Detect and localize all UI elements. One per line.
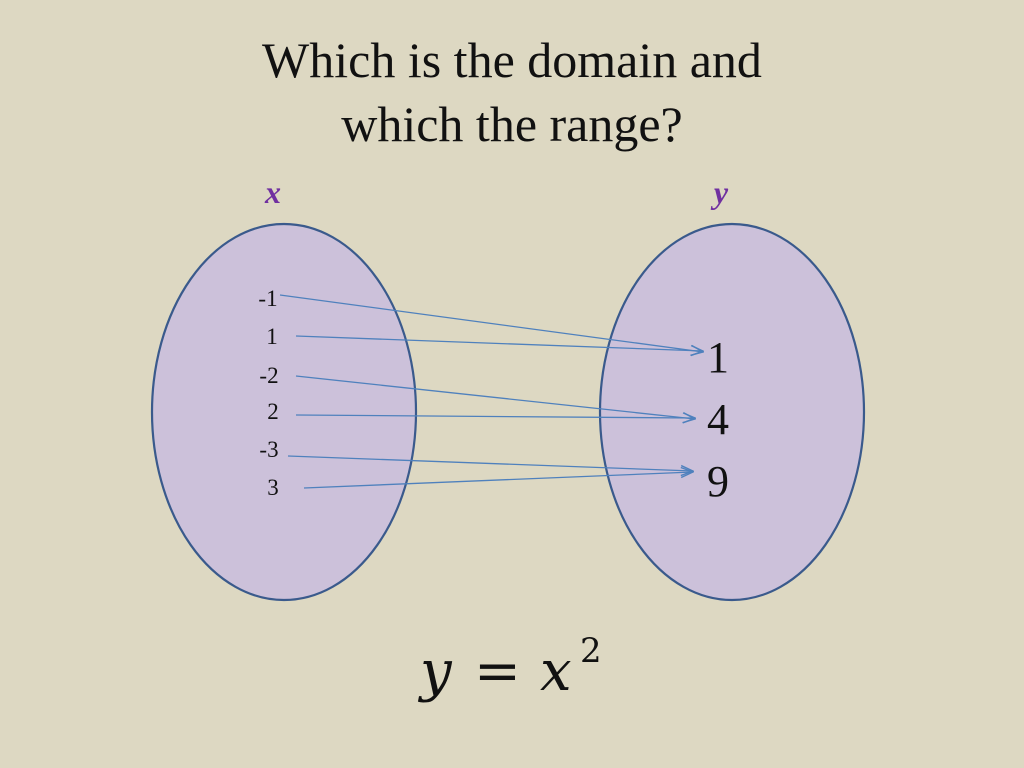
slide-title: Which is the domain and which the range? (112, 28, 912, 156)
range-value: 4 (707, 395, 729, 444)
range-value: 9 (707, 457, 729, 506)
mapping-arrow (295, 415, 695, 418)
domain-value: -2 (259, 363, 278, 388)
title-line-2: which the range? (341, 96, 683, 152)
range-values: 1 4 9 (707, 333, 729, 506)
equation-base: x (540, 639, 572, 704)
range-value: 1 (707, 333, 729, 382)
mapping-arrow (303, 472, 693, 489)
domain-value: 1 (266, 324, 278, 349)
mapping-arrow (287, 455, 693, 471)
domain-value: -1 (258, 286, 277, 311)
equation-lhs: y (417, 639, 453, 704)
mapping-arrow (279, 294, 703, 352)
equation-equals: = (474, 639, 521, 704)
equation: y = x 2 (417, 631, 602, 704)
mapping-arrow (295, 335, 703, 351)
mapping-arrow (295, 375, 695, 419)
domain-set-oval (150, 222, 418, 602)
domain-set-label: x (264, 174, 281, 210)
domain-values: -1 1 -2 2 -3 3 (258, 286, 278, 500)
domain-value: 2 (267, 399, 279, 424)
title-line-1: Which is the domain and (262, 32, 762, 88)
equation-exponent: 2 (580, 631, 602, 671)
mapping-arrows (279, 294, 703, 489)
range-set-oval (598, 222, 866, 602)
domain-value: -3 (259, 437, 278, 462)
range-set-label: y (710, 174, 729, 210)
domain-value: 3 (267, 475, 279, 500)
